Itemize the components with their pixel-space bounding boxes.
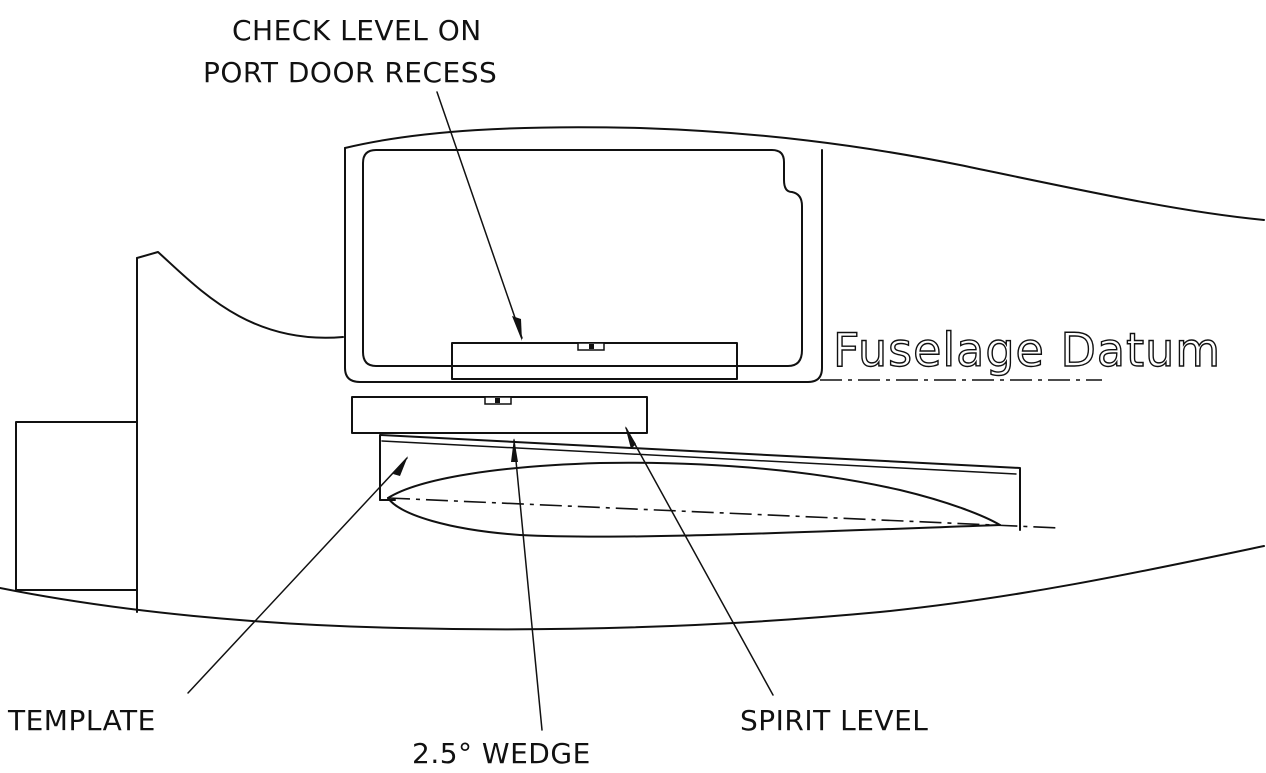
fuselage-datum-label: Fuselage Datum [833,323,1221,377]
spirit-level-leader [625,427,774,696]
left-structure [15,421,138,591]
spirit-level-label: SPIRIT LEVEL [740,704,928,737]
wedge-outline [379,434,1021,531]
check-level-label-line1: CHECK LEVEL ON [232,14,482,47]
fuselage-outline [0,126,1265,631]
check-level-leader [436,91,523,339]
wedge [379,434,1021,531]
left-box [15,421,138,591]
upper-level-bubble-mark [589,344,594,349]
template-outline [379,436,396,501]
template [379,436,396,501]
fuselage-bottom-contour [0,545,1265,631]
template-label: TEMPLATE [7,704,156,737]
spirit-level-arrowhead [625,426,636,449]
upper-spirit-level [451,342,738,380]
template-leader [187,457,408,694]
wedge-inner-line [381,440,1017,475]
door-outer-frame [344,147,823,383]
wedge-arrowhead [511,438,518,462]
check-level-label-line2: PORT DOOR RECESS [203,56,497,89]
port-door-recess [344,147,823,383]
aerofoil [387,461,1061,538]
aerofoil-lower-surface [387,497,1001,538]
door-inner-frame [362,149,803,367]
leader-lines [187,91,774,731]
wedge-label: 2.5° WEDGE [412,737,591,770]
fuselage-nose-curve [136,251,344,339]
template-arrowhead [393,456,408,476]
aerofoil-chord-line [387,497,1061,529]
aerofoil-upper-surface [387,461,1001,526]
fuselage-top-contour [344,126,1265,221]
check-level-arrowhead [512,316,522,341]
lower-spirit-level [351,396,648,434]
wedge-leader [513,439,543,731]
lower-level-bubble-mark [495,398,500,403]
